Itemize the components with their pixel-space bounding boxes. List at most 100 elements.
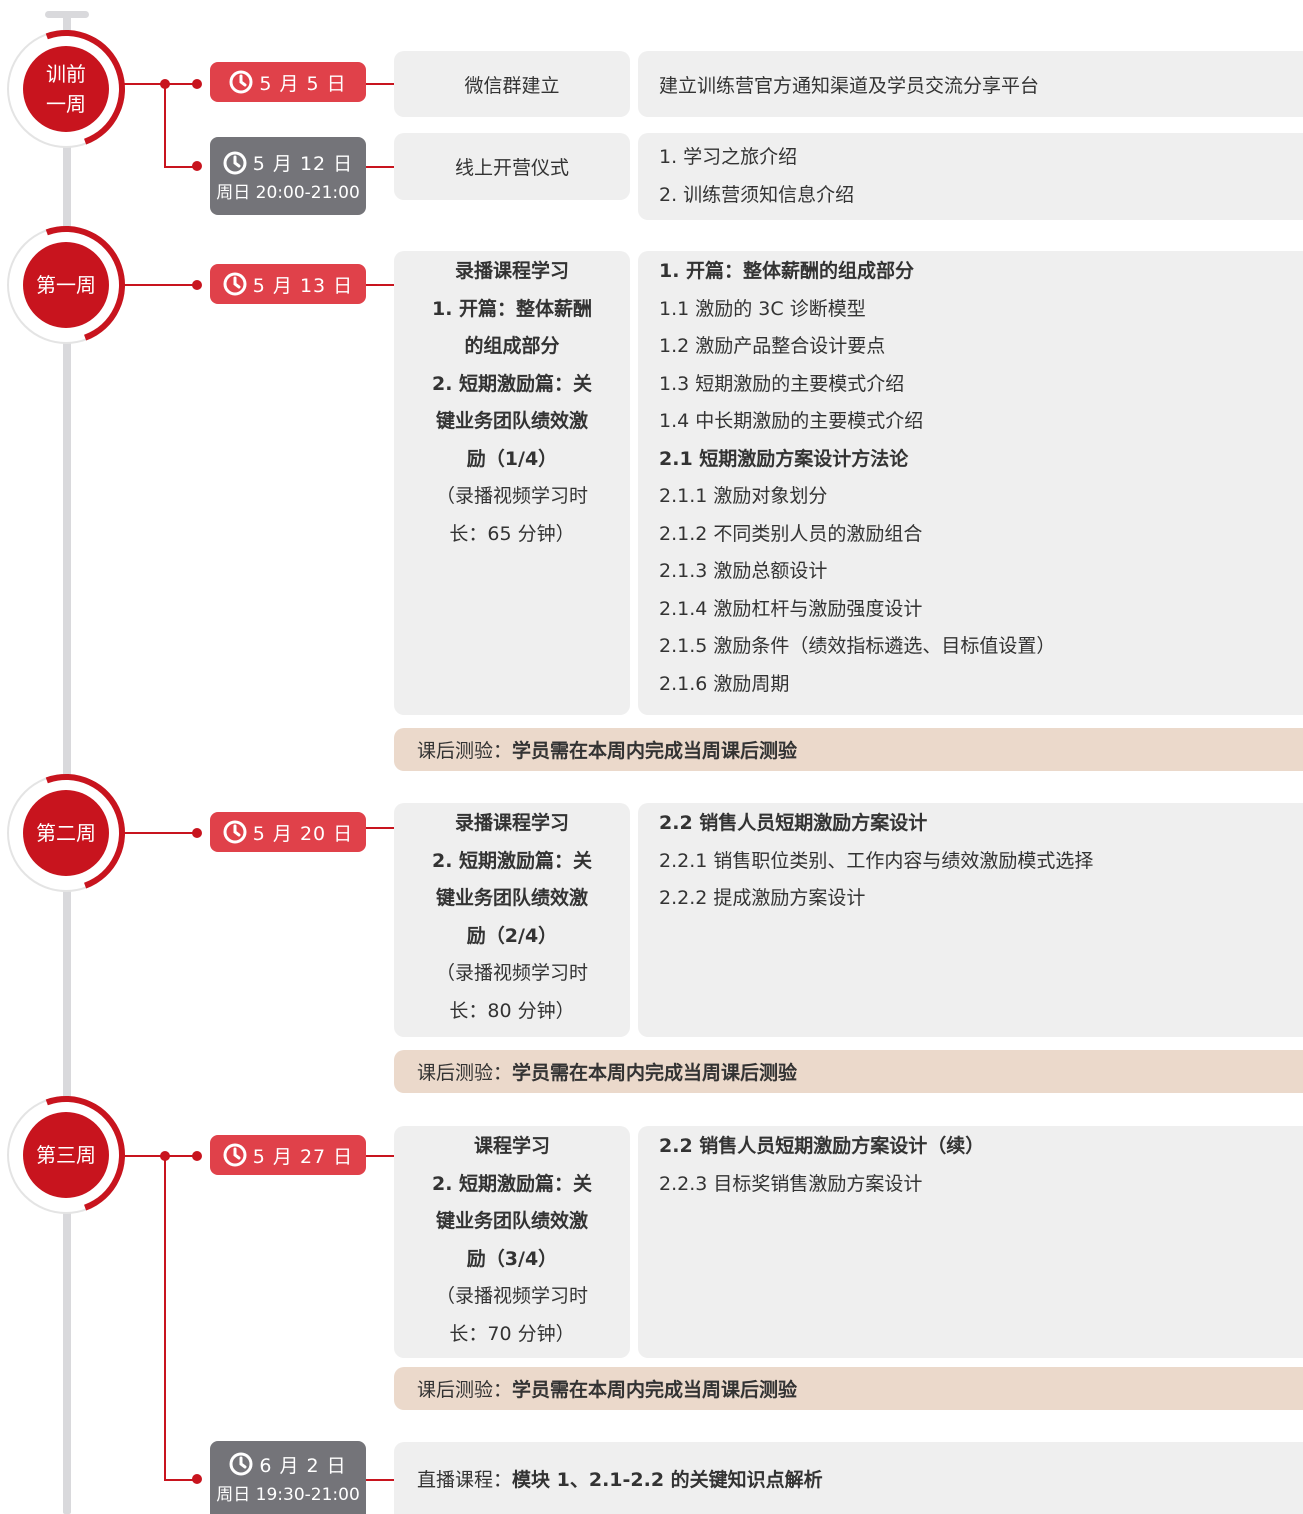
quiz-text: 学员需在本周内完成当周课后测验 [512, 740, 798, 762]
topic-card: 微信群建立 [394, 51, 630, 117]
topic-line: 1. 开篇：整体薪酬 [431, 297, 593, 320]
topic-card: 录播课程学习 2. 短期激励篇：关 键业务团队绩效激 励（2/4） （录播视频学… [394, 803, 630, 1037]
clock-icon [223, 151, 247, 174]
detail-card: 建立训练营官方通知渠道及学员交流分享平台 [638, 51, 1303, 117]
topic-line: 励（2/4） [466, 924, 558, 947]
connector [366, 1479, 400, 1481]
topic-card: 课程学习 2. 短期激励篇：关 键业务团队绩效激 励（3/4） （录播视频学习时… [394, 1126, 630, 1358]
topic-line: 键业务团队绩效激 [435, 410, 588, 432]
topic-line: 键业务团队绩效激 [435, 887, 588, 909]
connector [164, 1479, 200, 1481]
detail-line: 1. 学习之旅介绍 [659, 146, 798, 168]
detail-card: 1. 开篇：整体薪酬的组成部分 1.1 激励的 3C 诊断模型 1.2 激励产品… [638, 251, 1303, 715]
topic-line: 录播课程学习 [454, 812, 569, 834]
detail-text: 建立训练营官方通知渠道及学员交流分享平台 [659, 74, 1040, 97]
detail-line: 2.2.1 销售职位类别、工作内容与绩效激励模式选择 [659, 849, 1094, 872]
topic-text: 线上开营仪式 [454, 157, 569, 179]
clock-icon [229, 1452, 253, 1476]
topic-line: 2. 短期激励篇：关 [431, 849, 593, 872]
date-badge: 5 月 27 日 [210, 1135, 366, 1175]
connector [366, 827, 400, 829]
topic-line: 2. 短期激励篇：关 [431, 1172, 593, 1195]
quiz-text: 学员需在本周内完成当周课后测验 [512, 1062, 798, 1084]
connector [122, 832, 200, 834]
connector-dot [192, 79, 202, 89]
detail-line: 2.1.5 激励条件（绩效指标遴选、目标值设置） [659, 635, 1056, 657]
detail-line: 1.1 激励的 3C 诊断模型 [659, 297, 866, 320]
week-label: 训前 [46, 62, 86, 86]
topic-line: 长：65 分钟） [449, 522, 575, 545]
quiz-bar: 课后测验：学员需在本周内完成当周课后测验 [394, 1050, 1303, 1093]
date-badge: 6 月 2 日 周日 19:30-21:00 [210, 1441, 366, 1514]
detail-line: 1.4 中长期激励的主要模式介绍 [659, 410, 924, 432]
date-text: 5 月 20 日 [252, 822, 354, 845]
branch-line [164, 1156, 166, 1480]
detail-line: 2.2.3 目标奖销售激励方案设计 [659, 1172, 923, 1195]
detail-line: 2.1 短期激励方案设计方法论 [659, 447, 909, 470]
date-text: 5 月 5 日 [259, 72, 347, 95]
clock-icon [223, 820, 247, 844]
detail-line: 2. 训练营须知信息介绍 [659, 183, 855, 206]
topic-line: （录播视频学习时 [435, 1285, 588, 1307]
live-text: 模块 1、2.1-2.2 的关键知识点解析 [512, 1468, 823, 1491]
connector-dot [192, 1474, 202, 1484]
detail-line: 2.1.6 激励周期 [659, 672, 790, 695]
detail-line: 1.2 激励产品整合设计要点 [659, 335, 886, 357]
topic-card: 录播课程学习 1. 开篇：整体薪酬 的组成部分 2. 短期激励篇：关 键业务团队… [394, 251, 630, 715]
topic-line: 励（1/4） [466, 447, 558, 470]
topic-line: 2. 短期激励篇：关 [431, 372, 593, 395]
time-text: 周日 19:30-21:00 [216, 1484, 360, 1505]
topic-text: 微信群建立 [464, 74, 560, 97]
topic-line: 录播课程学习 [454, 260, 569, 282]
week-label: 一周 [46, 92, 86, 116]
live-course-bar: 直播课程：模块 1、2.1-2.2 的关键知识点解析 [394, 1442, 1303, 1514]
detail-line: 2.1.1 激励对象划分 [659, 485, 828, 507]
topic-line: 长：80 分钟） [449, 999, 575, 1022]
connector-dot [192, 280, 202, 290]
quiz-label: 课后测验： [417, 740, 513, 762]
detail-line: 2.1.3 激励总额设计 [659, 560, 828, 582]
quiz-text: 学员需在本周内完成当周课后测验 [512, 1379, 798, 1401]
topic-line: （录播视频学习时 [435, 962, 588, 984]
connector [366, 166, 400, 168]
week-marker-3: 第三周 [0, 1076, 145, 1234]
detail-line: 2.1.2 不同类别人员的激励组合 [659, 522, 923, 545]
topic-card: 线上开营仪式 [394, 133, 630, 200]
detail-card: 2.2 销售人员短期激励方案设计（续） 2.2.3 目标奖销售激励方案设计 [638, 1126, 1303, 1358]
date-text: 5 月 12 日 [252, 153, 354, 175]
week-label: 第三周 [36, 1143, 96, 1167]
connector [366, 1155, 400, 1157]
quiz-label: 课后测验： [417, 1379, 513, 1401]
quiz-label: 课后测验： [417, 1062, 513, 1084]
date-badge: 5 月 12 日 周日 20:00-21:00 [210, 137, 366, 215]
connector [366, 284, 400, 286]
week-marker-2: 第二周 [0, 754, 145, 912]
connector [164, 166, 200, 168]
detail-line: 1.3 短期激励的主要模式介绍 [659, 372, 905, 395]
detail-line: 2.2 销售人员短期激励方案设计（续） [659, 1135, 985, 1157]
detail-card: 1. 学习之旅介绍 2. 训练营须知信息介绍 [638, 133, 1303, 220]
detail-card: 2.2 销售人员短期激励方案设计 2.2.1 销售职位类别、工作内容与绩效激励模… [638, 803, 1303, 1037]
date-badge: 5 月 13 日 [210, 264, 366, 304]
timeline-spine [63, 14, 71, 1514]
live-label: 直播课程： [417, 1468, 513, 1491]
topic-line: （录播视频学习时 [435, 485, 588, 507]
detail-line: 1. 开篇：整体薪酬的组成部分 [659, 260, 915, 282]
date-badge: 5 月 5 日 [210, 62, 366, 102]
connector [366, 83, 400, 85]
topic-line: 键业务团队绩效激 [435, 1210, 588, 1232]
connector-dot [192, 828, 202, 838]
week-marker-1: 第一周 [0, 206, 145, 364]
clock-icon [229, 70, 253, 94]
connector [122, 284, 200, 286]
connector-dot [192, 161, 202, 171]
week-label: 第一周 [36, 273, 96, 297]
topic-line: 的组成部分 [464, 335, 560, 357]
time-text: 周日 20:00-21:00 [216, 183, 360, 203]
detail-line: 2.2.2 提成激励方案设计 [659, 887, 866, 909]
detail-line: 2.1.4 激励杠杆与激励强度设计 [659, 597, 923, 620]
week-label: 第二周 [36, 821, 96, 845]
date-text: 6 月 2 日 [259, 1454, 347, 1477]
date-badge: 5 月 20 日 [210, 812, 366, 852]
quiz-bar: 课后测验：学员需在本周内完成当周课后测验 [394, 728, 1303, 771]
